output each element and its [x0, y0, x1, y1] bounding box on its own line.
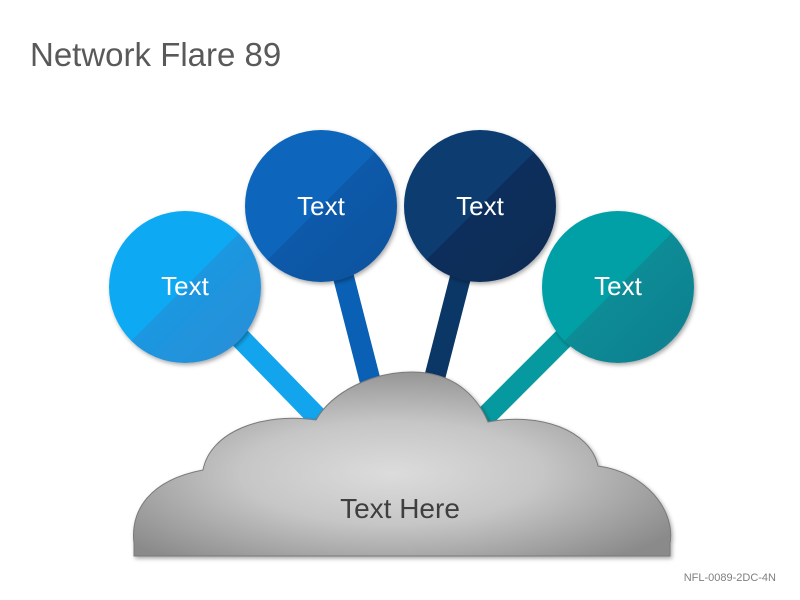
- node-2: Text: [245, 130, 397, 282]
- page-title: Network Flare 89: [30, 36, 282, 73]
- node-1: Text: [109, 211, 261, 363]
- product-code: NFL-0089-2DC-4N: [683, 572, 776, 584]
- cloud-shape: [133, 371, 672, 557]
- node-1-circle: [109, 211, 261, 363]
- cloud-label: Text Here: [340, 493, 460, 524]
- node-1-label: Text: [161, 271, 209, 301]
- node-2-circle: [245, 130, 397, 282]
- node-4-circle: [542, 211, 694, 363]
- node-4-label: Text: [594, 271, 642, 301]
- node-4: Text: [542, 211, 694, 363]
- node-3-label: Text: [456, 191, 504, 221]
- node-3-circle: [404, 130, 556, 282]
- node-3: Text: [404, 130, 556, 282]
- node-2-label: Text: [297, 191, 345, 221]
